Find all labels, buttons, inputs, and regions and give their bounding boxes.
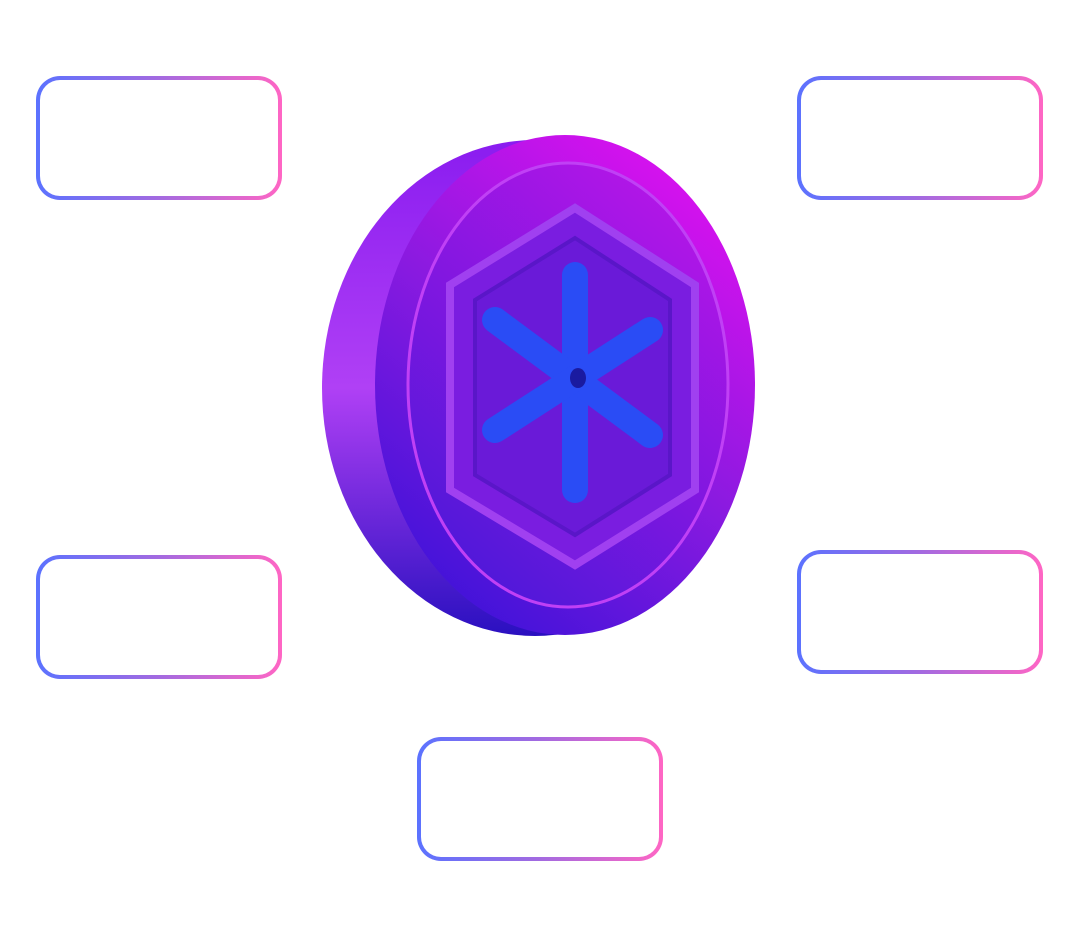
label-box-bottom-left <box>36 555 282 679</box>
hexagon-asterisk-coin-icon <box>322 135 755 636</box>
label-box-top-right <box>797 76 1043 200</box>
label-box-top-left <box>36 76 282 200</box>
label-box-bottom-right <box>797 550 1043 674</box>
label-box-bottom-center <box>417 737 663 861</box>
